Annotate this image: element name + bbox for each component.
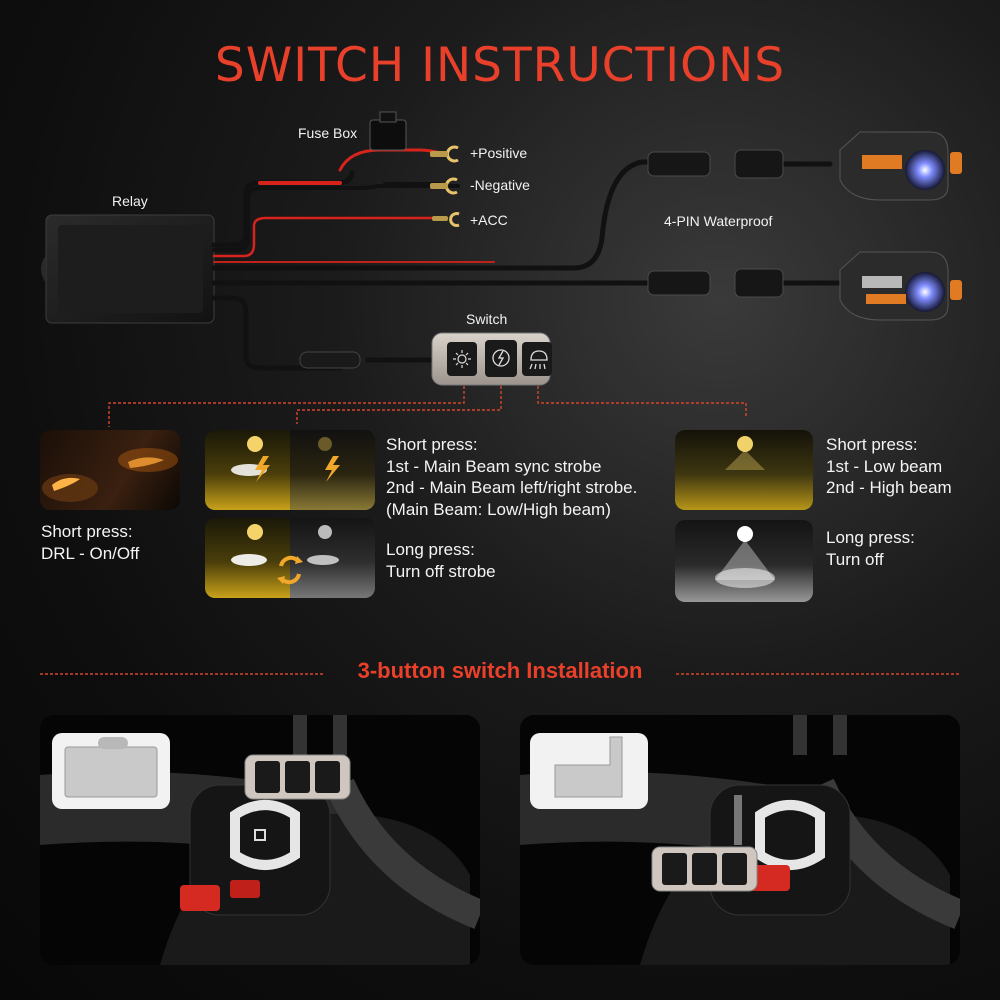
headlight-icon: [254, 829, 266, 841]
strobe-long-line: Long press:: [386, 540, 475, 559]
strobe-short-line: 1st - Main Beam sync strobe: [386, 456, 602, 476]
sun-icon: [453, 350, 471, 368]
installation-photo-flat-bracket: [40, 715, 480, 965]
switch-label: Switch: [466, 311, 508, 327]
beam-short-description: Short press: 1st - Low beam 2nd - High b…: [826, 434, 952, 499]
strobe-short-line: Short press:: [386, 435, 478, 454]
page-title: SWITCH INSTRUCTIONS: [214, 38, 786, 93]
acc-label: +ACC: [470, 212, 508, 228]
drl-description: Short press: DRL - On/Off: [41, 521, 139, 564]
negative-label: -Negative: [470, 177, 530, 193]
installation-photo-l-bracket: [520, 715, 960, 965]
strobe-icon: [492, 349, 510, 367]
switch-unit: [431, 332, 552, 386]
high-beam-photo: [675, 520, 813, 602]
strobe-long-line: Turn off strobe: [386, 561, 496, 581]
strobe-short-line: 2nd - Main Beam left/right strobe.: [386, 478, 638, 497]
relay-label: Relay: [112, 193, 148, 209]
headlight-top: [839, 131, 962, 201]
beam-short-line: 2nd - High beam: [826, 478, 952, 497]
strobe-short-line: (Main Beam: Low/High beam): [386, 499, 611, 519]
lightning-icon: [255, 456, 340, 482]
strobe-long-description: Long press: Turn off strobe: [386, 539, 496, 582]
beam-long-description: Long press: Turn off: [826, 527, 915, 570]
fuse-box: [369, 111, 407, 151]
drl-line: Short press:: [41, 522, 133, 541]
beam-long-line: Turn off: [826, 549, 884, 569]
waterproof-connectors: [647, 149, 784, 298]
drl-photo: [40, 430, 180, 510]
beam-long-line: Long press:: [826, 528, 915, 547]
relay-box: [41, 214, 215, 324]
installation-title: 3-button switch Installation: [357, 658, 643, 683]
headlight-bottom: [839, 251, 962, 321]
waterproof-label: 4-PIN Waterproof: [664, 213, 773, 229]
drl-line: DRL - On/Off: [41, 543, 140, 563]
low-beam-photo: [675, 430, 813, 510]
strobe-short-description: Short press: 1st - Main Beam sync strobe…: [386, 434, 637, 520]
fuse-box-label: Fuse Box: [298, 125, 358, 141]
strobe-off-photo: [205, 518, 375, 598]
beam-short-line: 1st - Low beam: [826, 456, 943, 476]
strobe-sync-photo: [205, 430, 375, 510]
beam-short-line: Short press:: [826, 435, 918, 454]
positive-label: +Positive: [470, 145, 528, 161]
beam-icon: [529, 350, 548, 370]
